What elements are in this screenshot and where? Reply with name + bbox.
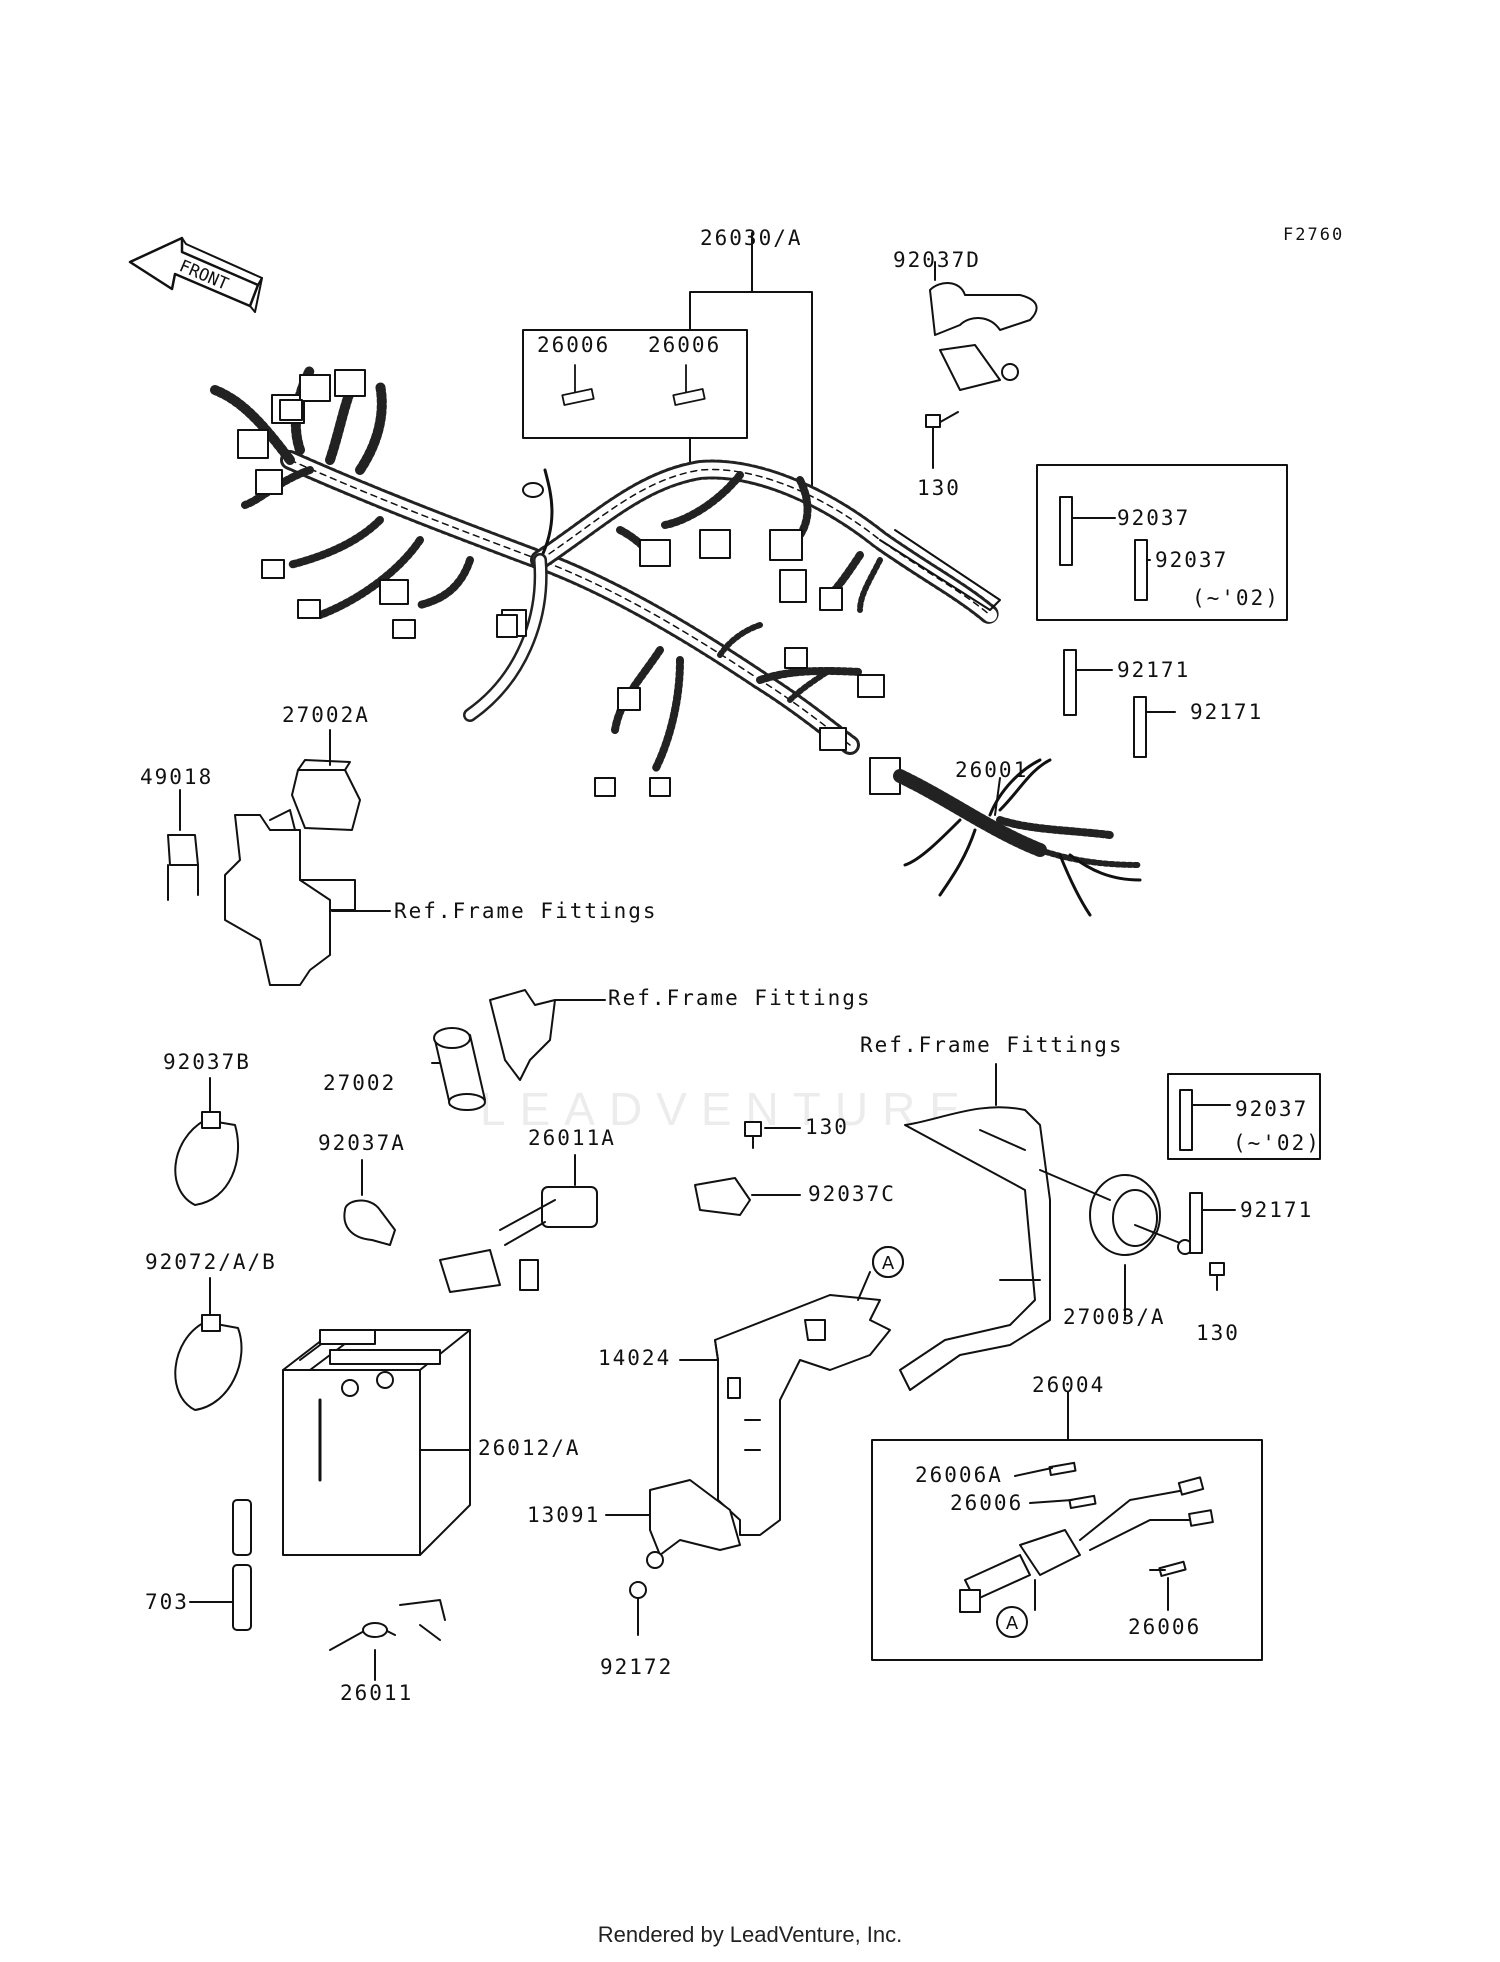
callout-49018: 49018: [140, 765, 214, 789]
callout-ref-frame-fittings: Ref.Frame Fittings: [860, 1033, 1124, 1057]
callout-92037: 92037: [1117, 506, 1191, 530]
callout-26006: 26006: [537, 333, 611, 357]
callout-26011: 26011: [340, 1681, 414, 1705]
ref-marker-a-text: A: [1006, 1613, 1019, 1634]
callout-note-02: (~'02): [1192, 586, 1280, 610]
callout-92171: 92171: [1117, 658, 1191, 682]
bolt-icon: [1209, 1262, 1225, 1291]
callout-26030a: 26030/A: [700, 226, 803, 250]
battery-26012: [282, 1329, 471, 1556]
callout-27002a: 27002A: [282, 703, 370, 727]
callout-ref-frame-fittings: Ref.Frame Fittings: [394, 899, 658, 923]
callout-26001: 26001: [955, 758, 1029, 782]
callout-26011a: 26011A: [528, 1126, 616, 1150]
callout-27003a: 27003/A: [1063, 1305, 1166, 1329]
callout-26006a: 26006A: [915, 1463, 1003, 1487]
harness-connectors: [237, 369, 885, 797]
callout-130: 130: [805, 1115, 849, 1139]
callout-92037: 92037: [1155, 548, 1229, 572]
callout-note-02: (~'02): [1233, 1131, 1321, 1155]
ref-marker-a-icon: [872, 1246, 904, 1278]
main-wire-harness: [210, 365, 1001, 774]
callout-13091: 13091: [527, 1503, 601, 1527]
callout-92171: 92171: [1190, 700, 1264, 724]
callout-26006: 26006: [950, 1491, 1024, 1515]
sub-harness-26001: [869, 757, 1143, 917]
callout-703: 703: [145, 1590, 189, 1614]
screw-icon: [629, 1581, 647, 1636]
callout-130: 130: [1196, 1321, 1240, 1345]
callout-92037d: 92037D: [893, 248, 981, 272]
footer-credit: Rendered by LeadVenture, Inc.: [597, 1922, 903, 1947]
callout-26006: 26006: [648, 333, 722, 357]
fuse-box-26004: [959, 1461, 1214, 1613]
callout-26004: 26004: [1032, 1373, 1106, 1397]
bolt-icon: [925, 414, 941, 441]
callout-26006: 26006: [1128, 1615, 1202, 1639]
callout-92172: 92172: [600, 1655, 674, 1679]
callout-14024: 14024: [598, 1346, 672, 1370]
callout-92171: 92171: [1240, 1198, 1314, 1222]
callout-92072: 92072/A/B: [145, 1250, 277, 1274]
callout-92037c: 92037C: [808, 1182, 896, 1206]
ref-marker-a-icon: [996, 1606, 1028, 1638]
bolt-icon: [744, 1121, 762, 1149]
callout-ref-frame-fittings: Ref.Frame Fittings: [608, 986, 872, 1010]
figure-id: F2760: [1283, 225, 1345, 245]
callout-92037a: 92037A: [318, 1131, 406, 1155]
callout-92037b: 92037B: [163, 1050, 251, 1074]
callout-92037: 92037: [1235, 1097, 1309, 1121]
watermark: LEADVENTURE: [480, 1083, 974, 1135]
callout-27002: 27002: [323, 1071, 397, 1095]
ref-marker-a-text: A: [882, 1253, 895, 1274]
callout-130: 130: [917, 476, 961, 500]
callout-26012a: 26012/A: [478, 1436, 581, 1460]
